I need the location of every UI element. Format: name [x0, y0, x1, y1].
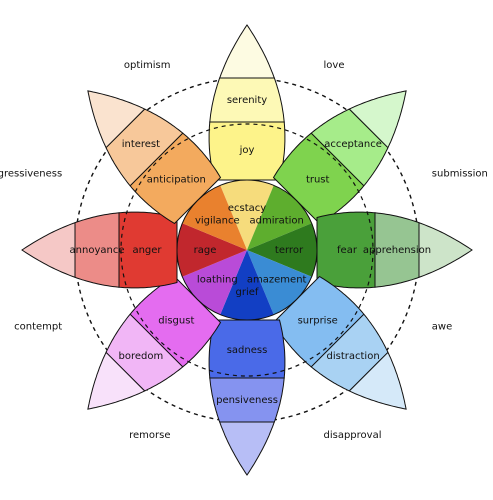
dyad-label-aggressiveness: aggressiveness — [0, 169, 62, 180]
center-wedge-fear — [247, 223, 318, 277]
label-surprise-intense: amazement — [247, 275, 307, 286]
dyad-label-optimism: optimism — [124, 60, 171, 71]
label-anticipation-mild: interest — [122, 139, 160, 150]
label-joy-intense: ecstacy — [228, 203, 266, 214]
dyad-labels-group: optimism love aggressiveness submission cont… — [0, 60, 488, 441]
petal-surprise-mild-band — [310, 313, 389, 392]
petal-joy-tip-band — [218, 24, 276, 79]
dyad-label-love: love — [324, 60, 345, 71]
label-sadness-basic: sadness — [227, 345, 268, 356]
petal-sadness-mild-band — [209, 377, 285, 423]
petal-anger-mild-band — [74, 212, 120, 288]
dyad-label-contempt: contempt — [14, 322, 62, 333]
label-disgust-intense: loathing — [197, 275, 238, 286]
dyad-label-remorse: remorse — [129, 430, 170, 441]
label-trust-basic: trust — [306, 174, 330, 185]
petal-sadness-tip-band — [218, 421, 276, 476]
label-fear-mild: apprehension — [363, 245, 431, 256]
label-surprise-mild: distraction — [327, 351, 380, 362]
label-anger-intense: rage — [194, 245, 217, 256]
petals-group — [21, 24, 473, 476]
label-joy-mild: serenity — [227, 95, 267, 106]
label-anger-mild: annoyance — [70, 245, 125, 256]
petal-fear-tip-band — [418, 221, 473, 279]
center-ring — [176, 179, 318, 321]
dyad-label-submission: submission — [432, 169, 488, 180]
petal-trust-mild-band — [310, 108, 389, 187]
petal-disgust-tip-band — [87, 351, 146, 410]
petal-labels-group: ecstacy joy serenity admiration trust accepta… — [70, 95, 432, 406]
label-sadness-intense: grief — [236, 287, 259, 298]
petal-anticipation-basic-band — [129, 132, 222, 225]
dyad-label-disapproval: disapproval — [324, 430, 382, 441]
label-anticipation-intense: vigilance — [195, 215, 240, 226]
petal-surprise-tip-band — [348, 351, 407, 410]
inner-dashed-circle — [120, 123, 374, 377]
label-disgust-mild: boredom — [119, 351, 164, 362]
petal-trust-tip-band — [348, 90, 407, 149]
label-surprise-basic: surprise — [298, 316, 338, 327]
label-sadness-mild: pensiveness — [216, 395, 278, 406]
label-anger-basic: anger — [132, 245, 162, 256]
center-wedge-disgust — [182, 250, 247, 315]
center-wedge-anger — [176, 223, 247, 277]
petal-anticipation-mild-band — [105, 108, 184, 187]
label-trust-intense: admiration — [250, 215, 304, 226]
center-wedge-anticipation — [182, 185, 247, 250]
petal-joy-mild-band — [209, 77, 285, 123]
center-wedge-trust — [247, 185, 312, 250]
label-trust-mild: acceptance — [324, 139, 382, 150]
center-wedge-sadness — [220, 250, 274, 321]
label-fear-intense: terror — [275, 245, 304, 256]
petal-fear-mild-band — [374, 212, 420, 288]
petal-anticipation-tip-band — [87, 90, 146, 149]
center-wedges-group — [176, 179, 318, 321]
center-wedge-joy — [220, 179, 274, 250]
petal-anger-tip-band — [21, 221, 76, 279]
dyad-label-awe: awe — [432, 322, 452, 333]
label-joy-basic: joy — [239, 145, 255, 156]
label-disgust-basic: disgust — [158, 316, 194, 327]
label-anticipation-basic: anticipation — [147, 174, 206, 185]
petal-disgust-mild-band — [105, 313, 184, 392]
center-wedge-surprise — [247, 250, 312, 315]
label-fear-basic: fear — [337, 245, 358, 256]
